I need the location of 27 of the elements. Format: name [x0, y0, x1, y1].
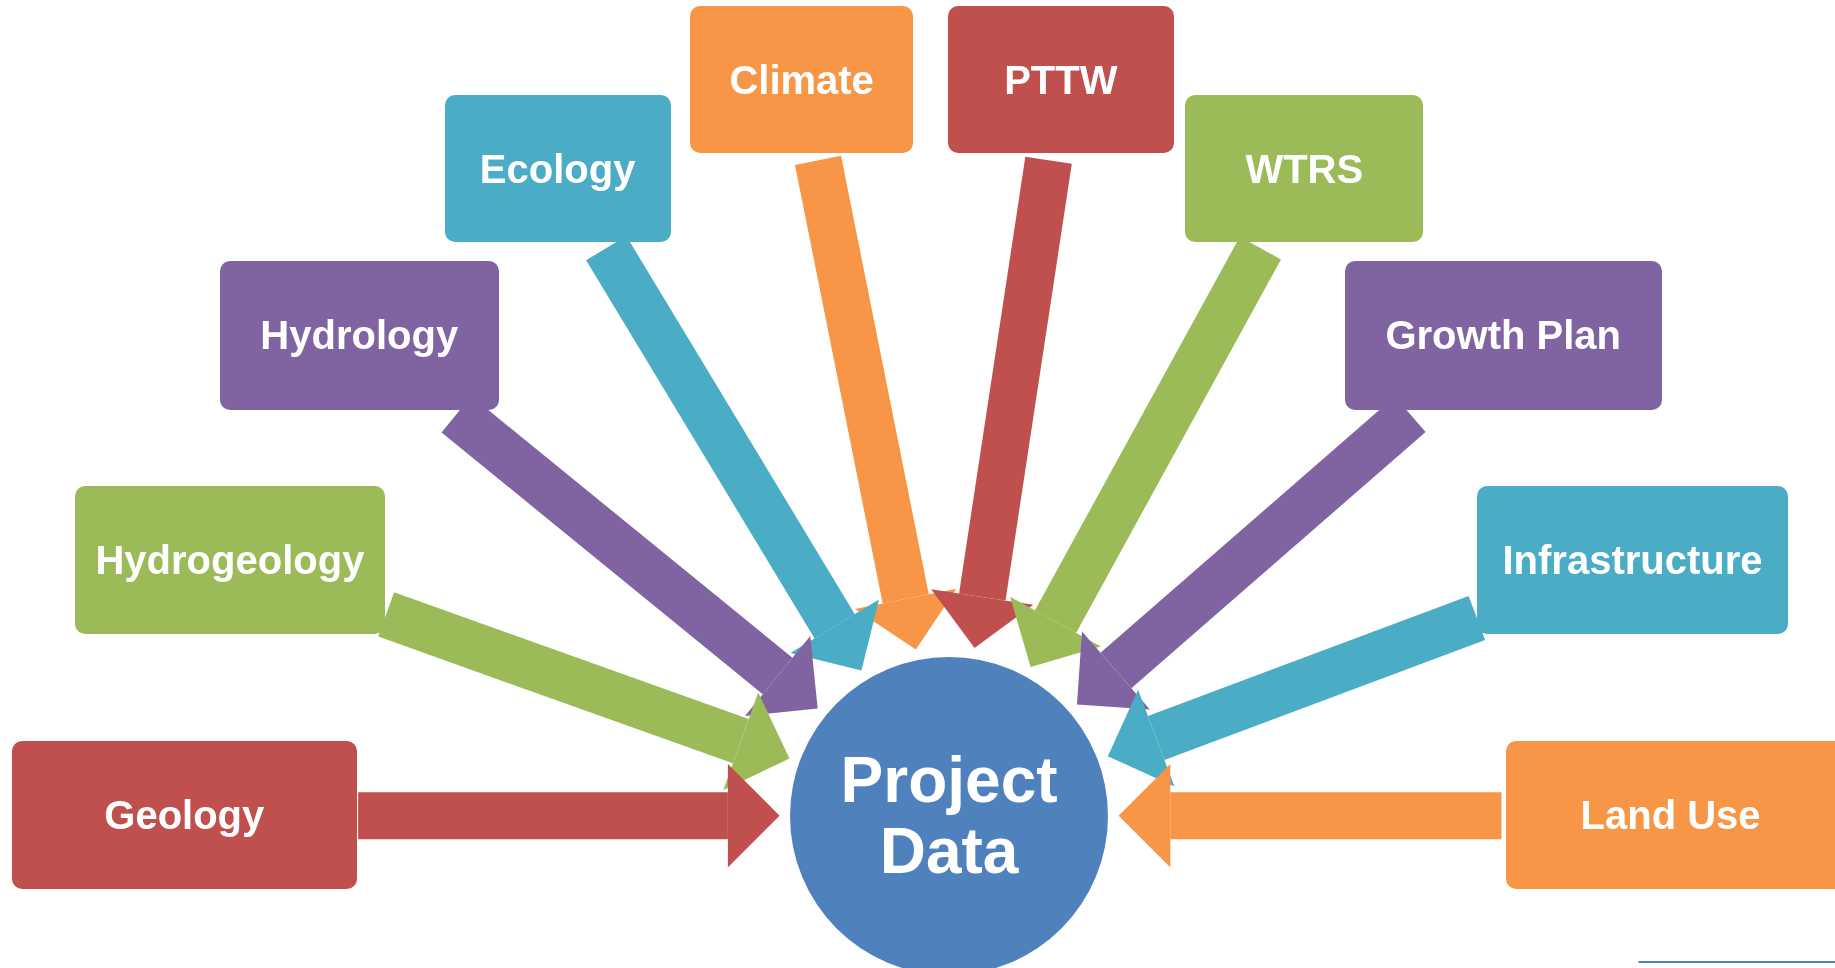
topic-box	[11, 740, 357, 890]
topic-box	[1476, 485, 1789, 635]
block-arrow	[1118, 764, 1502, 868]
block-arrow	[931, 156, 1072, 649]
topic-box	[74, 485, 385, 635]
block-arrow	[795, 155, 957, 650]
node-label: Land Use	[1580, 793, 1761, 838]
topic-box	[1506, 740, 1835, 890]
topic-box	[947, 5, 1174, 154]
node-label: Ecology	[479, 146, 636, 191]
node-label: Hydrogeology	[95, 537, 365, 582]
node-label: PTTW	[1004, 57, 1118, 102]
topic-box	[690, 5, 913, 154]
node-label: Growth Plan	[1385, 313, 1621, 358]
node-label: Geology	[104, 793, 265, 838]
block-arrow	[378, 592, 790, 790]
node-label: WTRS	[1245, 146, 1364, 191]
topic-box	[444, 94, 671, 243]
node-label: Hydrology	[260, 313, 459, 358]
topic-box	[1344, 260, 1662, 410]
topic-box	[1185, 94, 1424, 243]
node-label: Climate	[729, 57, 874, 102]
block-arrow	[358, 764, 780, 868]
block-arrow	[1107, 595, 1486, 787]
node-label: Project Data	[839, 745, 1059, 887]
topic-box	[220, 260, 499, 410]
node-label: Infrastructure	[1502, 537, 1763, 582]
